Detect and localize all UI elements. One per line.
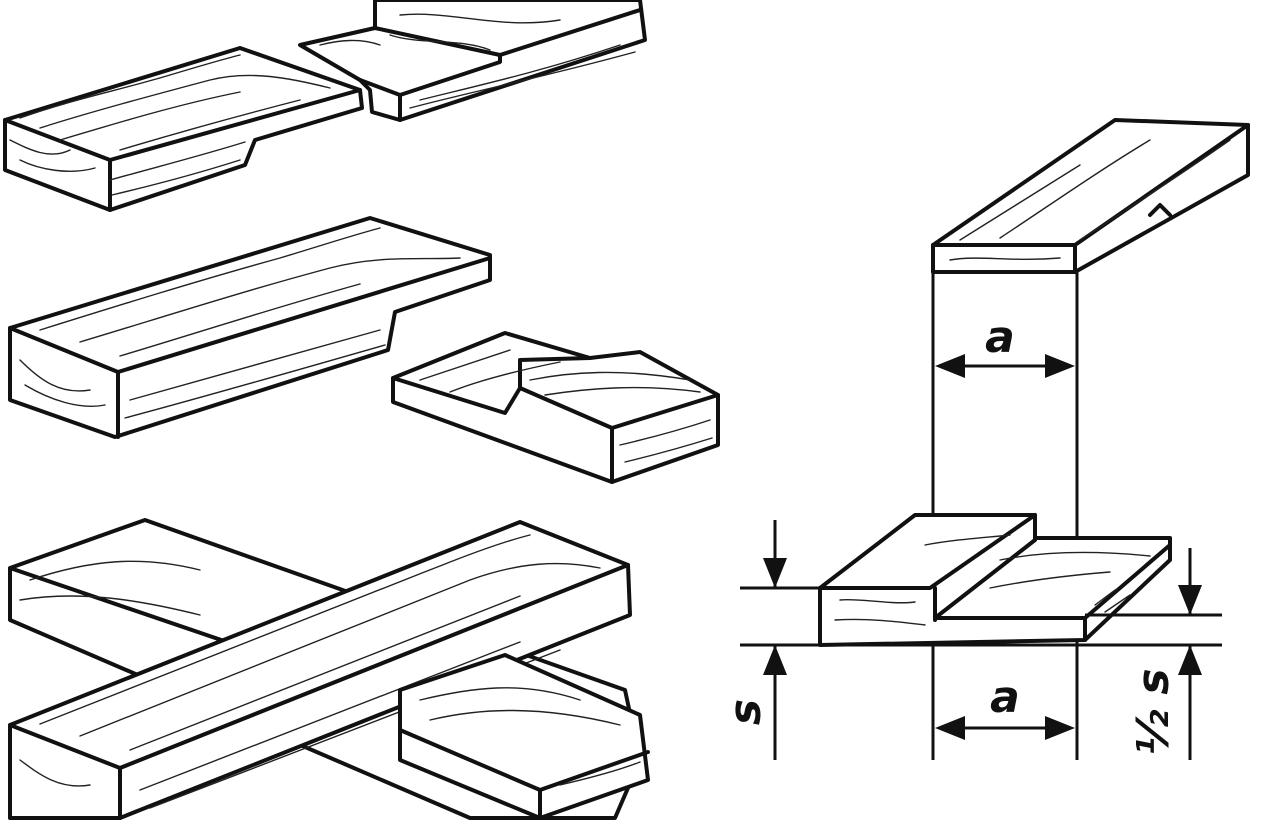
cross-lap-notch: [398, 653, 650, 820]
end-lap-board-left: [3, 46, 364, 212]
middle-long-board: [8, 216, 492, 439]
dimension-s: s: [720, 520, 787, 760]
dimension-a-top: a: [935, 312, 1075, 378]
dimension-label-a-bottom: a: [990, 672, 1020, 723]
dimension-label-s: s: [720, 699, 771, 725]
end-lap-board-right: [298, 0, 647, 122]
dimension-label-a-top: a: [985, 312, 1015, 363]
reference-lines: [740, 586, 1222, 647]
cross-lap-upper-board: [8, 520, 632, 820]
schematic-lap-piece: [818, 513, 1172, 647]
schematic-top-piece: [931, 118, 1250, 274]
middle-short-lap-piece: [391, 331, 720, 484]
dimension-label-half-s: ½ s: [1128, 668, 1179, 755]
dimension-half-s: ½ s: [1128, 548, 1202, 760]
dimension-a-bottom: a: [935, 672, 1075, 740]
